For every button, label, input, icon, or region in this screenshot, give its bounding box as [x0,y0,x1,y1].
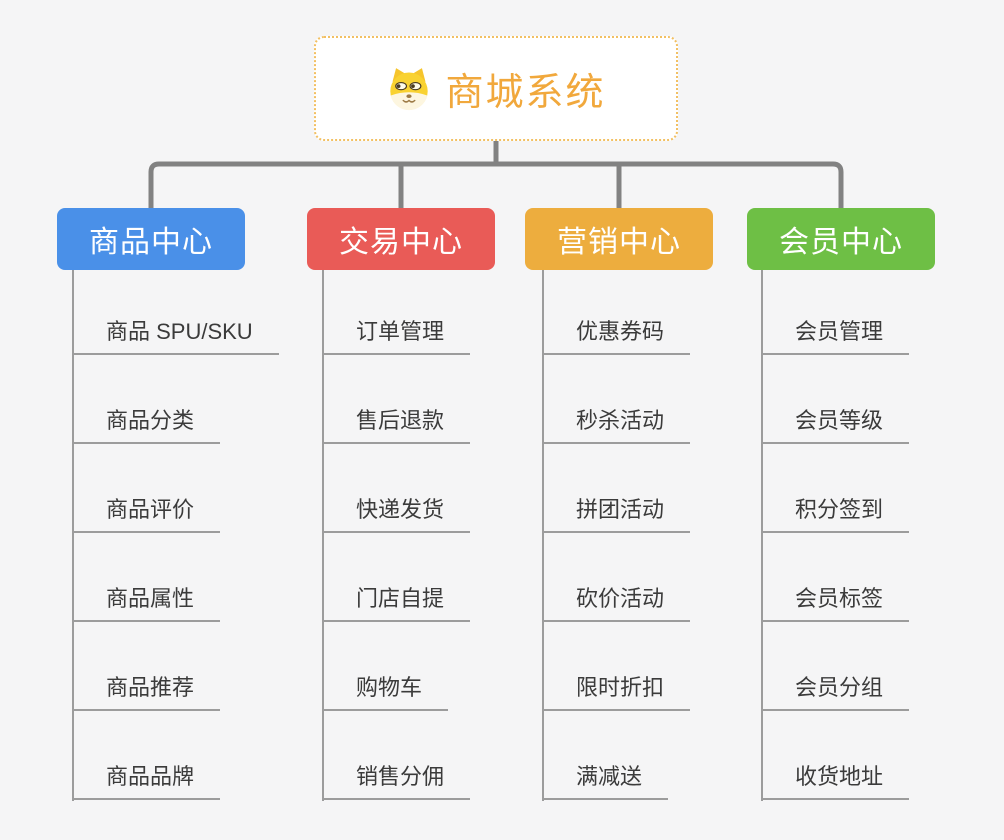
child-column-trade: 订单管理 售后退款 快递发货 门店自提 购物车 销售分佣 [322,270,471,800]
child-node[interactable]: 会员等级 [761,355,910,444]
child-node[interactable]: 拼团活动 [542,444,691,533]
child-node[interactable]: 商品属性 [72,533,221,622]
child-node[interactable]: 门店自提 [322,533,471,622]
child-node[interactable]: 快递发货 [322,444,471,533]
child-node[interactable]: 会员分组 [761,622,910,711]
trunk-line-trade [322,270,324,801]
child-column-member: 会员管理 会员等级 积分签到 会员标签 会员分组 收货地址 [761,270,910,800]
branch-node-member-center[interactable]: 会员中心 [747,208,935,270]
child-node[interactable]: 秒杀活动 [542,355,691,444]
child-node[interactable]: 订单管理 [322,270,471,355]
child-node[interactable]: 商品推荐 [72,622,221,711]
child-node[interactable]: 购物车 [322,622,449,711]
trunk-line-product [72,270,74,801]
root-node-mall-system[interactable]: 商城系统 [314,36,678,141]
branch-node-trade-center[interactable]: 交易中心 [307,208,495,270]
branch-node-product-center[interactable]: 商品中心 [57,208,245,270]
branch-node-marketing-center[interactable]: 营销中心 [525,208,713,270]
child-node[interactable]: 积分签到 [761,444,910,533]
doge-face-icon [386,66,432,112]
child-node[interactable]: 满减送 [542,711,669,800]
trunk-line-marketing [542,270,544,801]
child-node[interactable]: 销售分佣 [322,711,471,800]
child-node[interactable]: 商品品牌 [72,711,221,800]
child-node[interactable]: 收货地址 [761,711,910,800]
child-column-product: 商品 SPU/SKU 商品分类 商品评价 商品属性 商品推荐 商品品牌 [72,270,279,800]
child-node[interactable]: 优惠券码 [542,270,691,355]
child-node[interactable]: 商品 SPU/SKU [72,270,279,355]
root-node-label: 商城系统 [445,72,606,114]
child-node[interactable]: 商品分类 [72,355,221,444]
child-node[interactable]: 会员标签 [761,533,910,622]
child-node[interactable]: 售后退款 [322,355,471,444]
trunk-line-member [761,270,763,801]
child-node[interactable]: 会员管理 [761,270,910,355]
child-node[interactable]: 砍价活动 [542,533,691,622]
child-node[interactable]: 限时折扣 [542,622,691,711]
child-column-marketing: 优惠券码 秒杀活动 拼团活动 砍价活动 限时折扣 满减送 [542,270,691,800]
child-node[interactable]: 商品评价 [72,444,221,533]
